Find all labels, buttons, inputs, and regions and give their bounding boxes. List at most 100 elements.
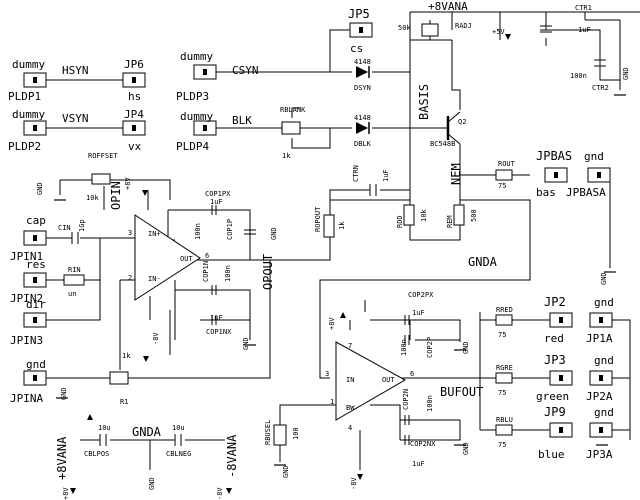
label-vx: vx xyxy=(128,140,142,153)
label-jp6: JP6 xyxy=(124,58,144,71)
label-opout: OPOUT xyxy=(261,254,275,290)
label-cop1nx-val: 1uF xyxy=(210,314,223,322)
label-jpin2: JPIN2 xyxy=(10,292,43,305)
label-cop2n: COP2N xyxy=(402,389,410,410)
label-gnd-jpbasa: GND xyxy=(600,272,608,285)
connector-jp2a xyxy=(589,370,613,386)
label-pin3-opin: 3 xyxy=(128,229,132,237)
ground-symbols xyxy=(54,94,626,466)
label-cs: cs xyxy=(350,42,363,55)
label-pldp2: PLDP2 xyxy=(8,140,41,153)
label-pos-rail: +8VANA xyxy=(55,436,69,480)
label-out-buf: OUT xyxy=(382,376,395,384)
label-jp4: JP4 xyxy=(124,108,144,121)
connector-jp5 xyxy=(349,22,373,38)
label-blue: blue xyxy=(538,448,565,461)
connector-jpina xyxy=(23,370,47,386)
label-hsyn: HSYN xyxy=(62,64,89,77)
label-gnd-bottom: GND xyxy=(148,477,156,490)
label-plus8v-buf: +8V xyxy=(328,317,336,330)
label-ctr2: CTR2 xyxy=(592,84,609,92)
label-ctr2-val: 100n xyxy=(570,72,587,80)
label-cop1px: COP1PX xyxy=(205,190,231,198)
resistor-rred-symbol xyxy=(495,314,513,326)
label-ctrn: CTRN xyxy=(352,165,360,182)
label-nem: NEM xyxy=(449,163,463,185)
label-basis: BASIS xyxy=(417,84,431,120)
label-gnd-r1: GND xyxy=(60,387,68,400)
label-csyn: CSYN xyxy=(232,64,259,77)
label-dir: dir xyxy=(26,298,46,311)
label-ctr1: CTR1 xyxy=(575,4,592,12)
label-gnda-bottom: GNDA xyxy=(132,425,162,439)
connector-jpbas xyxy=(544,167,568,183)
label-roffset-val: 10k xyxy=(86,194,99,202)
label-jpin3: JPIN3 xyxy=(10,334,43,347)
label-cap: cap xyxy=(26,214,46,227)
label-cop1n: COP1N xyxy=(202,261,210,282)
label-gnd-rbusel: GND xyxy=(282,465,290,478)
connector-pldp2 xyxy=(23,120,47,136)
label-rblu: RBLU xyxy=(496,416,513,424)
connector-jp6 xyxy=(122,72,146,88)
label-minus8v-opin: -8V xyxy=(152,332,160,345)
label-r1: R1 xyxy=(120,398,128,406)
label-dsyn-part: 4148 xyxy=(354,58,371,66)
resistor-roffset-symbol xyxy=(91,173,111,185)
label-rblank-val: 1k xyxy=(282,152,291,160)
label-gnd-cop2p: GND xyxy=(462,341,470,354)
label-cop1n-val: 100n xyxy=(224,265,232,282)
label-pin4-buf: 4 xyxy=(348,424,352,432)
diode-dsyn-symbol xyxy=(356,66,368,78)
connector-pldp3 xyxy=(193,64,217,80)
label-rdd: RDD xyxy=(396,215,404,228)
label-gnd-cop1n: GND xyxy=(242,337,250,350)
label-radj-val: 50k xyxy=(398,24,411,32)
label-pldp1: PLDP1 xyxy=(8,90,41,103)
label-gnd-ctr2: GND xyxy=(622,67,630,80)
label-q2-part: BC548B xyxy=(430,140,455,148)
label-rdd-val: 10k xyxy=(420,209,428,222)
label-gnd-jp2a: gnd xyxy=(594,354,614,367)
diode-dblk-symbol xyxy=(356,122,368,134)
resistor-ropout-symbol xyxy=(323,214,335,238)
resistor-rgre-symbol xyxy=(495,372,513,384)
label-rin: RIN xyxy=(68,266,81,274)
label-out-opin: OUT xyxy=(180,255,193,263)
label-opin: OPIN xyxy=(109,181,123,210)
label-rbusel: RBUSEL xyxy=(264,420,272,445)
label-in-plus: IN+ xyxy=(148,230,161,238)
label-dblk: DBLK xyxy=(354,140,372,148)
label-hs: hs xyxy=(128,90,141,103)
connector-jp3a xyxy=(589,422,613,438)
label-pldp4: PLDP4 xyxy=(176,140,209,153)
label-cop1nx: COP1NX xyxy=(206,328,232,336)
label-gnd-cop2n: GND xyxy=(462,442,470,455)
label-rout-val: 75 xyxy=(498,182,506,190)
label-jpina: JPINA xyxy=(10,392,43,405)
label-jp3a: JP3A xyxy=(586,448,613,461)
resistor-rdd-symbol xyxy=(403,204,415,226)
label-cblneg: CBLNEG xyxy=(166,450,191,458)
label-jp2a: JP2A xyxy=(586,390,613,403)
label-q2: Q2 xyxy=(458,118,466,126)
label-dummy-1: dummy xyxy=(12,58,45,71)
resistor-rbusel-symbol xyxy=(273,424,287,446)
label-cop2nx-val: 1uF xyxy=(412,460,425,468)
label-pin6-opin: 6 xyxy=(205,252,209,260)
label-jpbasa: JPBASA xyxy=(566,186,606,199)
resistor-rblank-symbol xyxy=(281,121,301,135)
label-cop1p-val: 100n xyxy=(194,223,202,240)
label-dummy-3: dummy xyxy=(180,50,213,63)
label-un: un xyxy=(68,290,76,298)
label-gnda-right: GNDA xyxy=(468,255,498,269)
label-pin1-buf: 1 xyxy=(330,398,334,406)
label-cop2px-val: 1uF xyxy=(412,309,425,317)
connector-pldp4 xyxy=(193,120,217,136)
label-cin-val: 1Gp xyxy=(78,219,86,232)
resistor-rin-symbol xyxy=(63,274,85,286)
label-radj: RADJ xyxy=(455,22,472,30)
label-red: red xyxy=(544,332,564,345)
label-cblneg-val: 10u xyxy=(172,424,185,432)
